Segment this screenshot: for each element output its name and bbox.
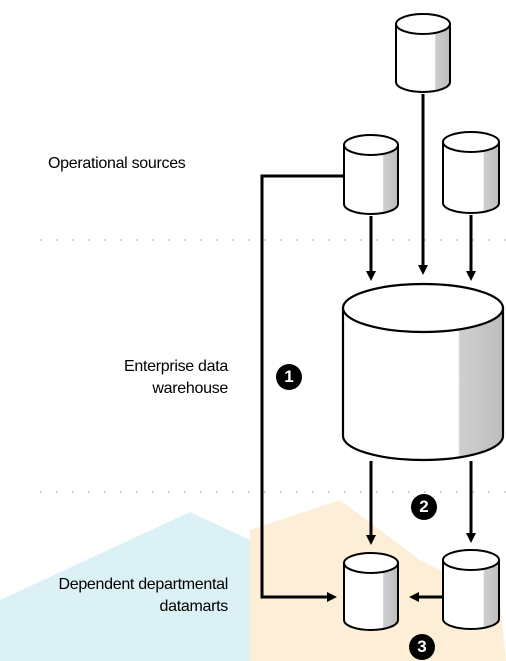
badge-three: 3 <box>409 634 435 660</box>
badge-two: 2 <box>411 494 437 520</box>
label-dependent-datamarts: Dependent departmental datamarts <box>0 574 228 618</box>
enterprise-warehouse-cylinder <box>341 282 505 462</box>
label-enterprise-line2: warehouse <box>152 380 228 397</box>
source-cylinder-left <box>343 134 399 215</box>
label-datamarts-line1: Dependent departmental <box>58 576 228 593</box>
label-enterprise-warehouse: Enterprise data warehouse <box>60 356 228 400</box>
datamart-cylinder-right <box>442 549 500 630</box>
label-operational-sources: Operational sources <box>48 155 186 172</box>
source-cylinder-top <box>395 13 451 93</box>
bypass-path-source-to-datamart <box>260 174 344 602</box>
source-cylinder-right <box>442 131 500 214</box>
label-datamarts-line2: datamarts <box>159 598 229 615</box>
label-enterprise-line1: Enterprise data <box>123 358 228 375</box>
datamart-cylinder-left <box>343 552 399 631</box>
badge-one: 1 <box>276 364 302 390</box>
